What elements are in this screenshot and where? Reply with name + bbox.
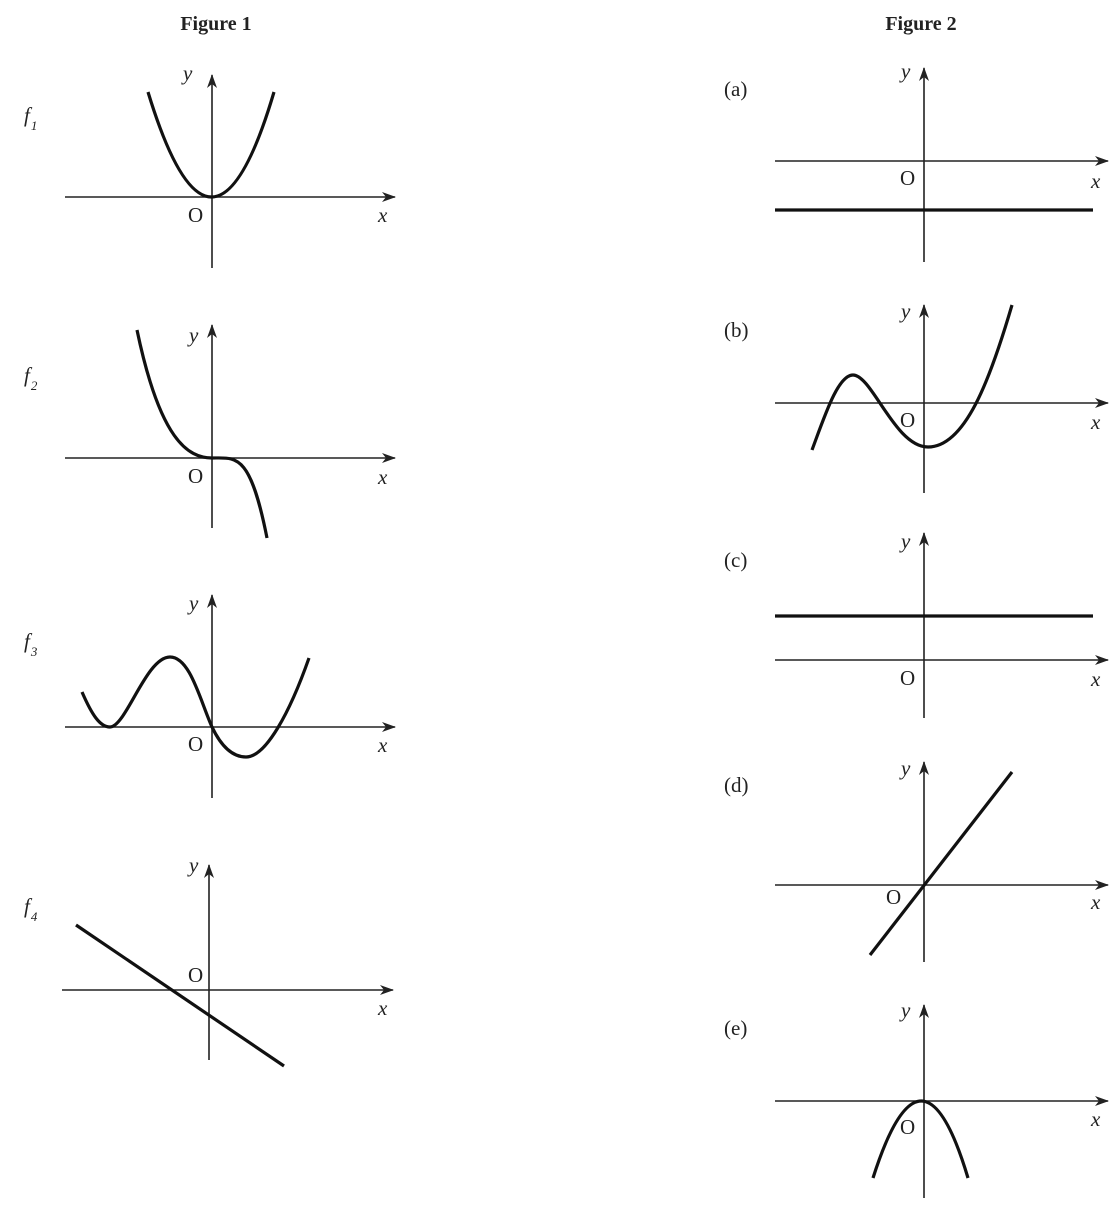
function-label-f3: f3 bbox=[24, 629, 38, 659]
x-label: x bbox=[1090, 169, 1101, 193]
origin-label: O bbox=[188, 464, 203, 488]
origin-label: O bbox=[900, 1115, 915, 1139]
x-label: x bbox=[1090, 890, 1101, 914]
option-label-e: (e) bbox=[724, 1016, 747, 1040]
figure1-title: Figure 1 bbox=[180, 13, 251, 35]
graph-c: (c) y O x bbox=[724, 529, 1109, 718]
graph-f3: f3 y O x bbox=[24, 591, 396, 798]
curve-f4 bbox=[75, 923, 285, 1068]
function-label-f2: f2 bbox=[24, 363, 38, 393]
origin-label: O bbox=[886, 885, 901, 909]
x-label: x bbox=[377, 465, 388, 489]
x-label: x bbox=[1090, 410, 1101, 434]
option-label-b: (b) bbox=[724, 318, 749, 342]
origin-label: O bbox=[900, 166, 915, 190]
curve-f1 bbox=[146, 91, 276, 199]
curve-f2 bbox=[135, 329, 269, 539]
y-label: y bbox=[899, 998, 911, 1022]
y-label: y bbox=[899, 59, 911, 83]
option-label-a: (a) bbox=[724, 77, 747, 101]
option-label-d: (d) bbox=[724, 773, 749, 797]
curve-e bbox=[871, 1099, 970, 1179]
y-label: y bbox=[187, 853, 199, 877]
x-label: x bbox=[377, 733, 388, 757]
option-label-c: (c) bbox=[724, 548, 747, 572]
y-label: y bbox=[187, 591, 199, 615]
function-label-f4: f4 bbox=[24, 894, 38, 924]
y-label: y bbox=[899, 299, 911, 323]
x-label: x bbox=[1090, 667, 1101, 691]
graph-f4: f4 y O x bbox=[24, 853, 394, 1068]
curve-b bbox=[810, 304, 1014, 451]
graph-f1: f1 y O x bbox=[24, 61, 396, 268]
curve-f3 bbox=[80, 655, 311, 759]
y-label: y bbox=[181, 61, 193, 85]
origin-label: O bbox=[188, 203, 203, 227]
origin-label: O bbox=[188, 732, 203, 756]
graph-d: (d) y O x bbox=[724, 756, 1109, 962]
x-label: x bbox=[1090, 1107, 1101, 1131]
graph-e: (e) y O x bbox=[724, 998, 1109, 1198]
graph-a: (a) y O x bbox=[724, 59, 1109, 262]
y-label: y bbox=[899, 756, 911, 780]
origin-label: O bbox=[900, 666, 915, 690]
origin-label: O bbox=[900, 408, 915, 432]
graph-f2: f2 y O x bbox=[24, 323, 396, 539]
x-label: x bbox=[377, 996, 388, 1020]
x-label: x bbox=[377, 203, 388, 227]
figure2-title: Figure 2 bbox=[885, 13, 956, 35]
y-label: y bbox=[899, 529, 911, 553]
graph-b: (b) y O x bbox=[724, 299, 1109, 493]
curve-d bbox=[868, 771, 1014, 956]
function-label-f1: f1 bbox=[24, 103, 37, 133]
origin-label: O bbox=[188, 963, 203, 987]
y-label: y bbox=[187, 323, 199, 347]
